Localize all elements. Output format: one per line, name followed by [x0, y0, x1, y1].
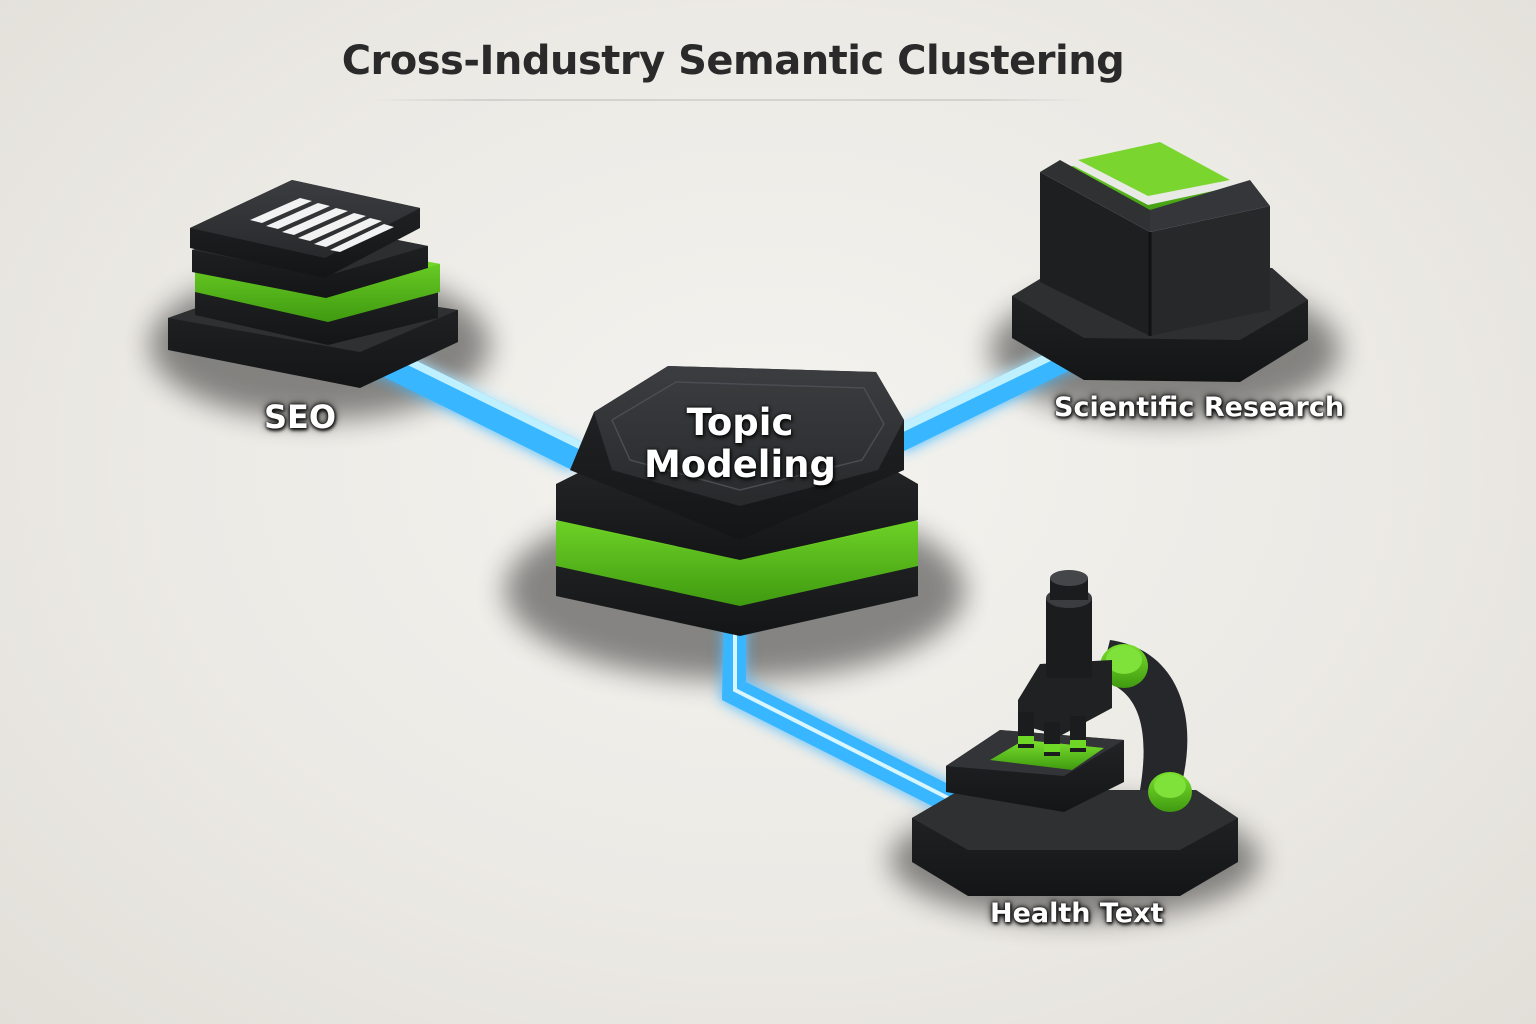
- hexagon-stack-icon: [556, 366, 918, 636]
- topic-modeling-hub: [556, 366, 918, 636]
- hub-label-line1: Topic: [686, 401, 794, 444]
- connector-seo: [354, 338, 588, 470]
- connector-scientific-research: [892, 335, 1095, 452]
- seo-node: [168, 180, 458, 388]
- health-text-node: [912, 570, 1238, 896]
- microscope-icon: [912, 570, 1238, 896]
- hub-label-line2: Modeling: [643, 443, 836, 486]
- document-stack-icon: [168, 180, 458, 388]
- title-divider: [370, 99, 1090, 101]
- diagram-title: Cross-Industry Semantic Clustering: [341, 38, 1125, 84]
- node-label-scientific-research: Scientific Research: [1054, 392, 1345, 423]
- open-book-icon: [1012, 142, 1308, 382]
- hub-label: Topic Modeling: [600, 402, 880, 486]
- document-lines: [250, 198, 394, 252]
- node-label-seo: SEO: [264, 398, 337, 436]
- node-label-health-text: Health Text: [990, 898, 1164, 929]
- scientific-research-node: [1012, 142, 1308, 382]
